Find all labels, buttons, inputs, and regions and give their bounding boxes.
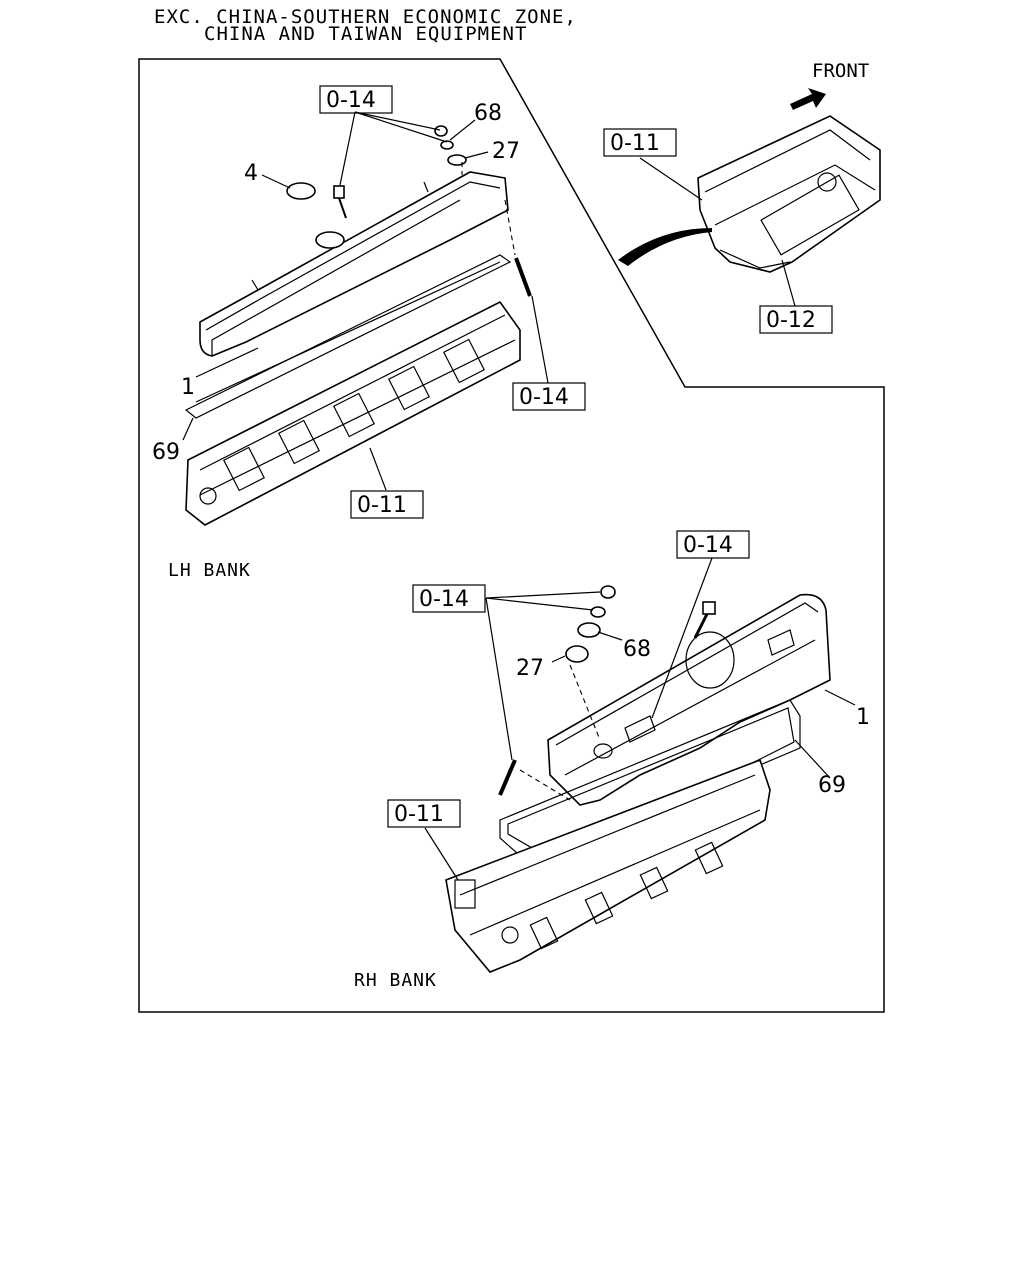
- lh-ref-0-14-top: 0-14: [326, 88, 376, 113]
- rh-label-68: 68: [623, 637, 651, 662]
- engine-ref-0-12: 0-12: [766, 308, 816, 333]
- rh-bank-label: RH BANK: [354, 970, 437, 991]
- header-line-2: CHINA AND TAIWAN EQUIPMENT: [204, 23, 528, 45]
- rh-seal-27: [565, 645, 589, 663]
- rh-ref-0-14-bolt-box: [676, 530, 750, 559]
- front-label: FRONT: [812, 60, 869, 82]
- lh-cover-bolt: [333, 185, 347, 219]
- lh-label-1: 1: [181, 375, 195, 400]
- rh-ref-0-14-bolt: 0-14: [683, 533, 733, 558]
- lh-rocker-cover: [199, 171, 509, 357]
- lh-gasket: [184, 254, 512, 419]
- rh-stud: [498, 759, 517, 796]
- engine-ref-0-12-box: [759, 305, 833, 334]
- lh-ref-0-11: 0-11: [357, 493, 407, 518]
- rh-washer-68: [590, 606, 606, 618]
- transition-arrow-icon: [618, 228, 712, 266]
- lh-label-27: 27: [492, 139, 520, 164]
- rh-seal-68: [577, 622, 601, 638]
- lh-label-68: 68: [474, 101, 502, 126]
- header-line-1: EXC. CHINA-SOUTHERN ECONOMIC ZONE,: [154, 6, 577, 28]
- rh-cylinder-head: [445, 758, 771, 973]
- rh-cover-bolt: [693, 601, 716, 639]
- rh-ref-0-14-washers: 0-14: [419, 587, 469, 612]
- lh-stud: [514, 257, 532, 297]
- lh-oil-cap: [286, 182, 316, 200]
- rh-label-69: 69: [818, 773, 846, 798]
- rh-rocker-cover: [547, 593, 831, 806]
- rh-ref-0-11: 0-11: [394, 802, 444, 827]
- rh-ref-0-14-washers-box: [412, 584, 486, 613]
- lh-cylinder-head: [185, 300, 521, 526]
- lh-label-4: 4: [244, 161, 258, 186]
- lh-bank-label: LH BANK: [168, 560, 251, 581]
- lh-label-69: 69: [152, 440, 180, 465]
- engine-ref-0-11: 0-11: [610, 131, 660, 156]
- rh-label-27: 27: [516, 656, 544, 681]
- lh-seal-27: [447, 154, 467, 166]
- engine-ref-0-11-box: [603, 128, 677, 157]
- engine-overview: [697, 115, 881, 273]
- front-arrow-icon: [790, 88, 826, 110]
- rh-label-1: 1: [856, 705, 870, 730]
- lh-ref-0-14-top-box: [319, 85, 393, 114]
- lh-ref-0-14-bolt: 0-14: [519, 385, 569, 410]
- diagram-frame: [138, 58, 885, 1013]
- lh-washer-68: [434, 125, 454, 150]
- rh-nut: [600, 585, 616, 599]
- rh-ref-0-11-box: [387, 799, 461, 828]
- lh-ref-0-11-box: [350, 490, 424, 519]
- lh-ref-0-14-bolt-box: [512, 382, 586, 411]
